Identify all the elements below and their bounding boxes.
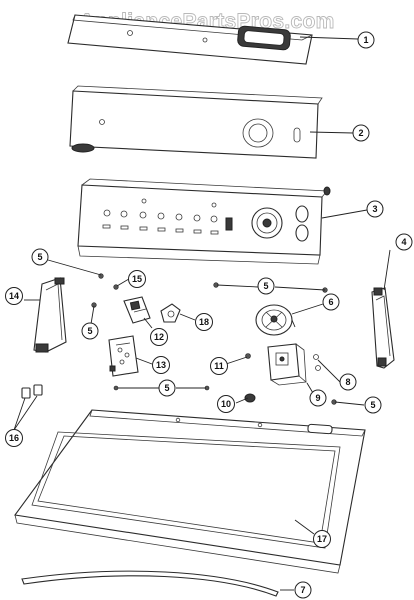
callout-5-a-label: 5 [37,252,42,262]
callout-9: 9 [309,389,327,407]
callout-12: 12 [150,328,168,346]
callout-9-label: 9 [315,393,320,403]
callout-16-label: 16 [9,433,19,443]
callout-8: 8 [339,373,357,391]
part-timer-knob[interactable] [255,304,293,336]
leader-lines [13,36,391,591]
part-control-console[interactable] [77,178,331,265]
callout-5-e: 5 [364,396,382,414]
callout-5-d-label: 5 [164,383,169,393]
callout-5-c-label: 5 [87,326,92,336]
callout-17-label: 17 [317,534,327,544]
callout-14-label: 14 [9,291,19,301]
callout-12-label: 12 [154,332,164,342]
callout-13-label: 13 [156,360,166,370]
callout-14: 14 [5,287,23,305]
leader-6 [291,303,324,315]
callout-5-b: 5 [257,277,275,295]
part-top-lid-frame[interactable] [14,409,366,574]
callout-5-a: 5 [31,248,49,266]
part-bolts [313,354,321,371]
callout-4-label: 4 [401,237,406,247]
callout-6-label: 6 [328,297,333,307]
callout-5-d: 5 [158,379,176,397]
callout-5-e-label: 5 [370,400,375,410]
callout-7: 7 [294,581,312,599]
part-knob-connector[interactable] [160,303,181,323]
part-11-screw [245,353,251,359]
callout-11: 11 [210,357,228,375]
callout-16: 16 [5,429,23,447]
callout-15-label: 15 [132,274,142,284]
part-right-end-cap[interactable] [371,287,395,369]
callout-6: 6 [322,293,340,311]
callout-10-label: 10 [221,399,231,409]
callout-17: 17 [313,530,331,548]
callout-1-label: 1 [363,35,368,45]
callout-3: 3 [366,200,384,218]
callout-8-label: 8 [345,377,350,387]
console-knob-holes [102,198,219,235]
part-control-board[interactable] [108,335,139,377]
part-console-back-cover[interactable] [69,85,323,159]
part-clips [21,384,43,399]
callout-18: 18 [195,313,213,331]
callout-4: 4 [395,233,413,251]
part-rear-panel-top[interactable] [67,14,313,65]
callout-1: 1 [357,31,375,49]
callout-2-label: 2 [358,128,363,138]
callout-7-label: 7 [300,585,305,595]
part-left-end-cap[interactable] [33,277,67,353]
callout-10: 10 [217,395,235,413]
callout-3-label: 3 [372,204,377,214]
callout-5-c: 5 [81,322,99,340]
callout-11-label: 11 [214,361,224,371]
callout-13: 13 [152,356,170,374]
callout-18-label: 18 [199,317,209,327]
callout-2: 2 [352,124,370,142]
part-module-box[interactable] [267,343,307,386]
part-seal-strip[interactable] [21,570,279,597]
part-nut [244,393,256,403]
callout-15: 15 [128,270,146,288]
part-switch[interactable] [123,296,151,324]
callout-5-b-label: 5 [263,281,268,291]
